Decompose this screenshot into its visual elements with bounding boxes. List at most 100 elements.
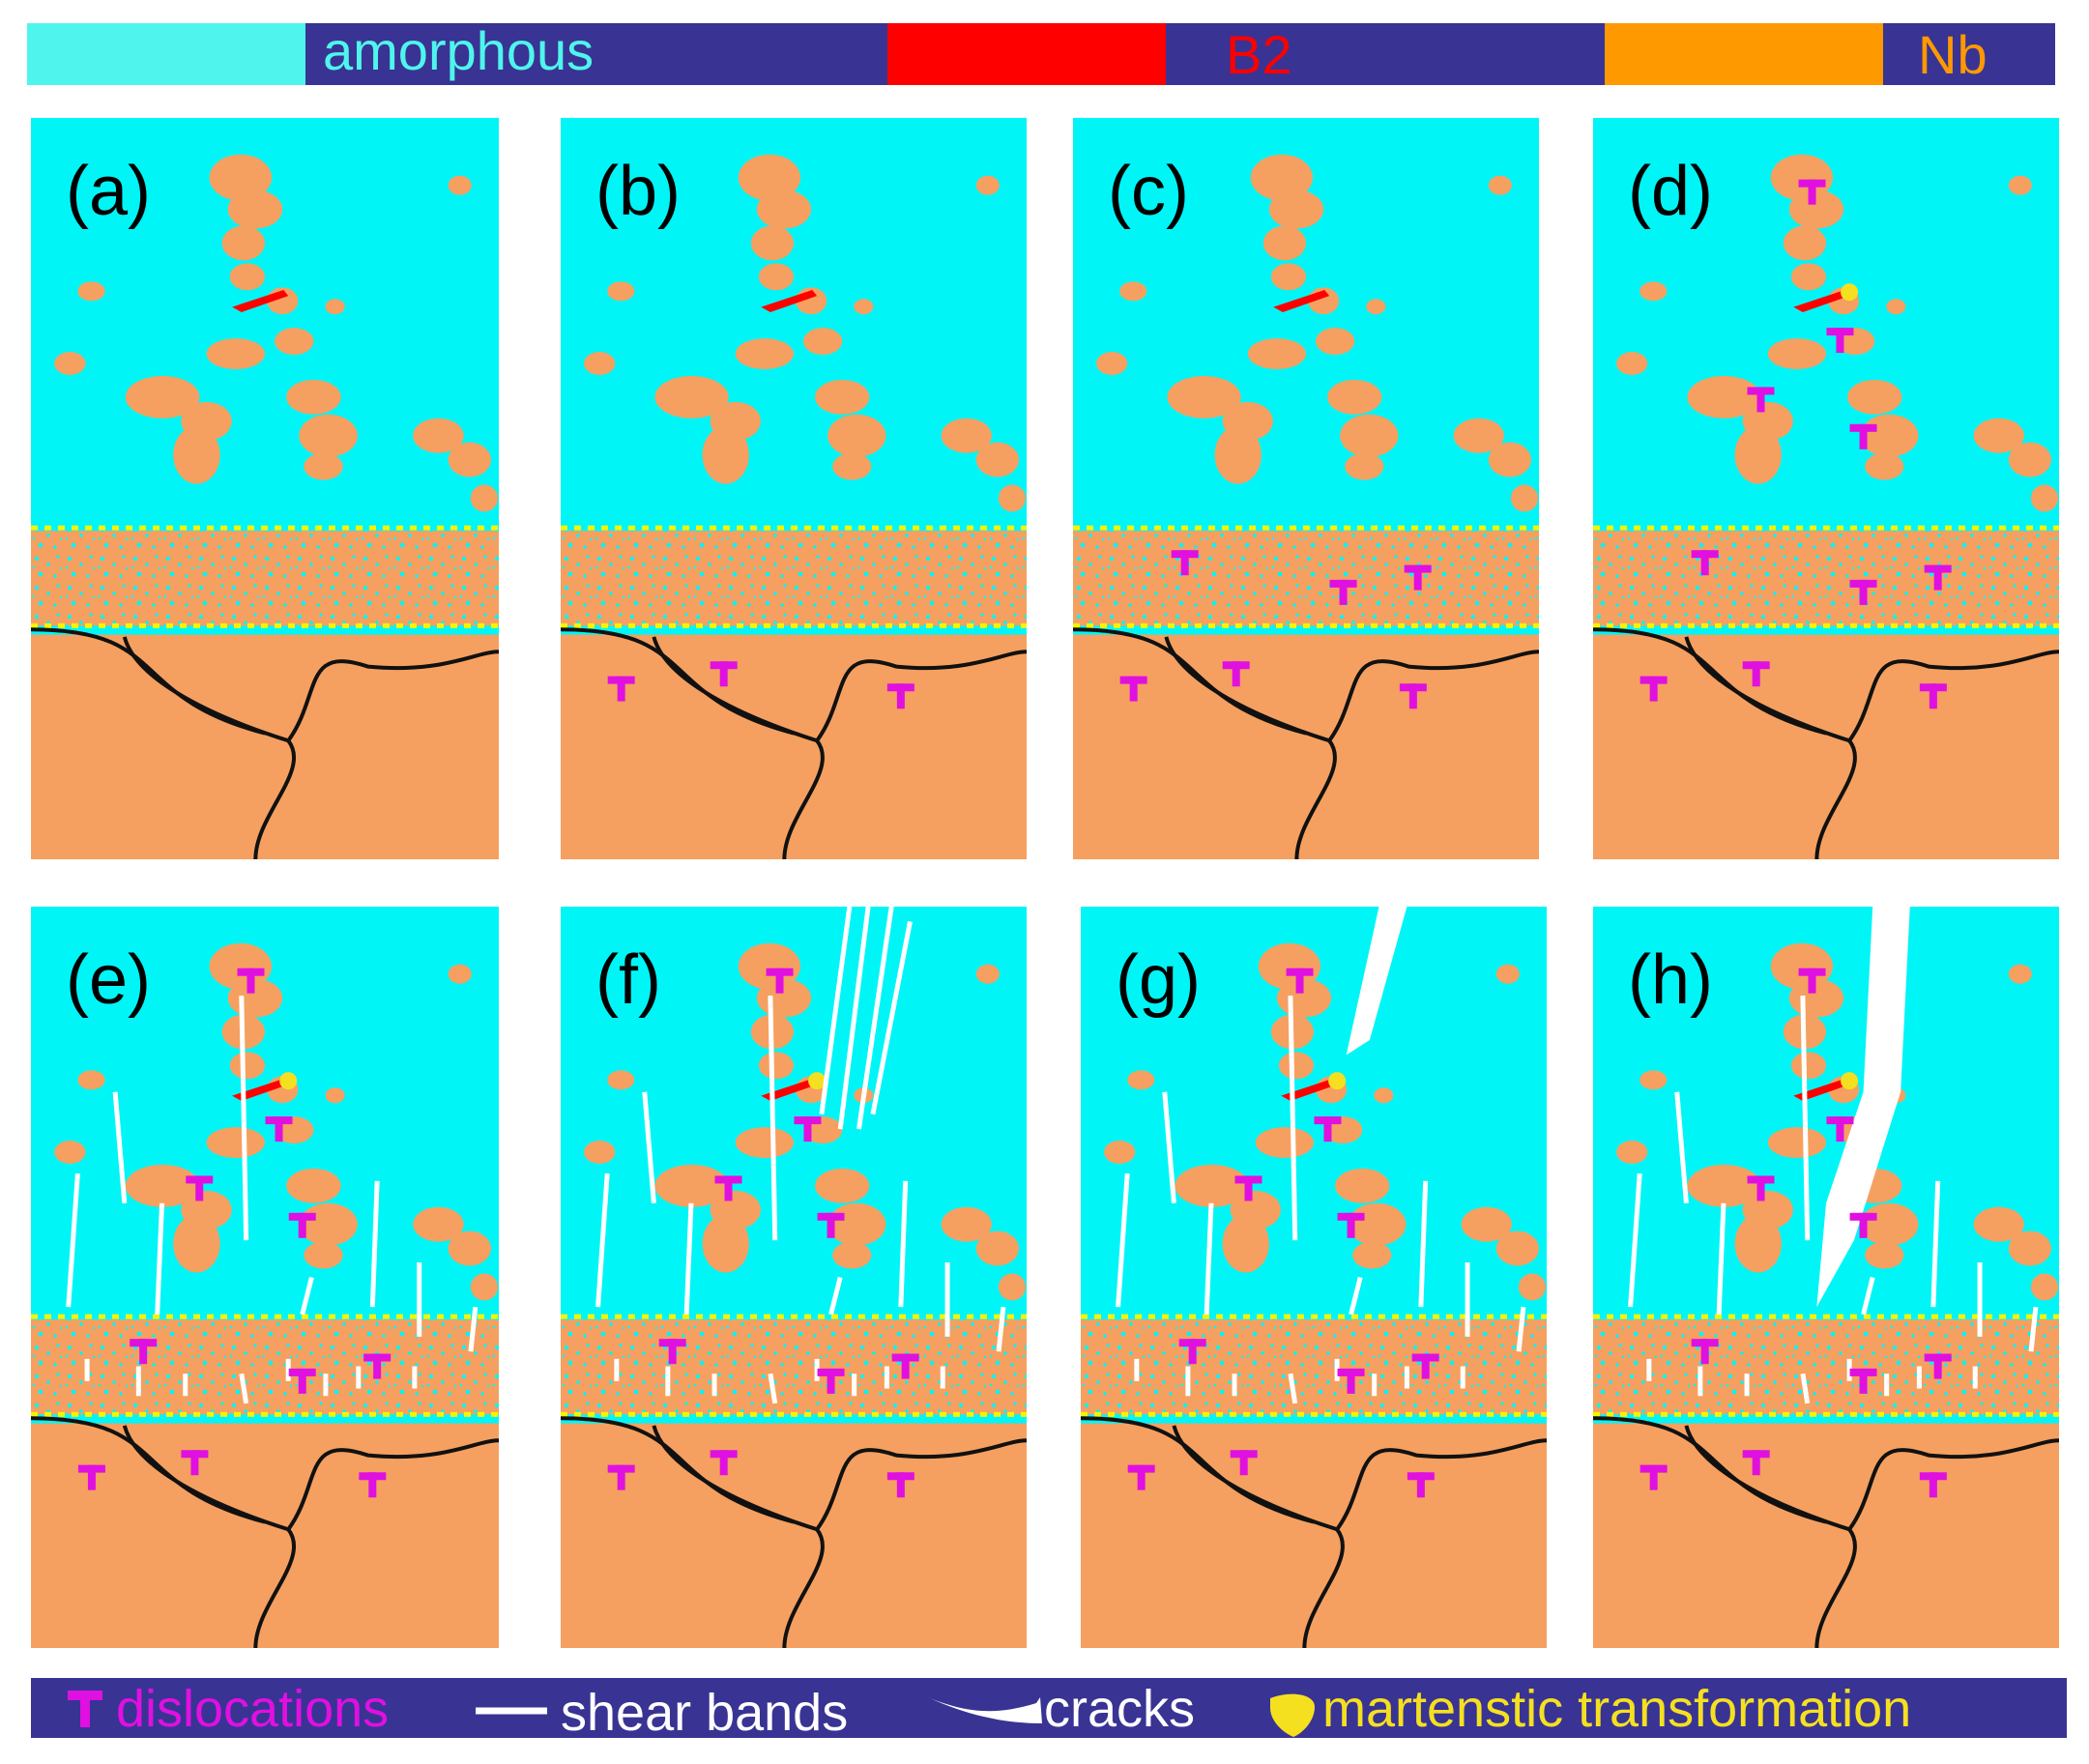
nb-particle [1352,1241,1392,1269]
dislocation-stem [617,1464,625,1490]
panel-label: (b) [595,153,681,230]
nb-particle [1270,263,1306,291]
dislocation-marker [265,1116,293,1142]
grain-boundary [1847,1438,2060,1531]
nb-particle [1345,452,1384,480]
nb-particle [941,418,992,453]
nb-particle [654,1164,729,1207]
nb-particle [1461,1206,1512,1242]
nb-particle [975,175,1000,195]
nb-particle [2030,1273,2058,1301]
dislocation-stem [1180,550,1189,576]
dislocation-marker [607,676,635,702]
nb-particle [1255,1127,1314,1158]
dislocation-marker [1919,683,1947,709]
dislocation-stem [1421,1353,1430,1379]
nb-particle [1886,299,1906,315]
nb-particle [1119,281,1147,302]
nb-particle [584,352,616,375]
crack [870,920,913,1115]
shear-band [768,1373,778,1404]
nb-particle [448,1230,491,1266]
dislocation-stem [617,676,625,702]
panel-label: (g) [1116,941,1201,1019]
nb-particle [1783,225,1826,261]
grain-boundary [652,1425,825,1649]
nb-particle [299,414,358,457]
grain-boundary [286,650,500,742]
dislocation-stem [1929,683,1937,709]
grain-boundary [1592,627,1827,736]
nb-particle [2008,175,2032,195]
nb-particle [413,418,464,453]
interfacial-layer [31,531,499,626]
nb-particle [815,379,870,415]
nb-particle [229,263,265,291]
nb-particle [1616,1141,1648,1164]
nb-particle [854,299,874,315]
dislocation-stem [275,1116,283,1142]
crack [1346,907,1407,1056]
nb-particle [206,338,265,369]
nb-particle [1104,1141,1136,1164]
dislocation-stem [896,1472,905,1498]
dislocation-marker [891,1353,919,1379]
dislocation-stem [1239,1450,1248,1476]
dislocation-stem [775,968,784,994]
nb-particle [815,1168,870,1203]
dislocation-marker [1798,179,1826,205]
nb-particle [832,1241,872,1269]
nb-particle [738,154,801,201]
martensite-marker [1841,1072,1859,1090]
dislocation-marker [363,1353,392,1379]
dislocation-marker [1639,676,1668,702]
nb-particle [2008,442,2051,477]
shear-band [300,1276,314,1316]
dislocation-stem [803,1116,812,1142]
dislocation-stem [1808,179,1816,205]
interfacial-layer [561,1319,1027,1415]
dislocation-stem [1129,676,1138,702]
dislocation-stem [87,1464,96,1490]
nb-particle [221,225,265,261]
grain-boundary [1684,636,1857,860]
dislocation-stem [1929,1472,1937,1498]
dislocation-marker [710,1450,738,1476]
nb-particle [448,442,491,477]
nb-particle [1973,418,2024,453]
interfacial-layer [1593,531,2059,626]
shear-band [239,995,249,1241]
dislocation-marker [359,1472,387,1498]
panel-label: (e) [66,941,151,1019]
nb-particle [702,1214,749,1273]
shear-band [2028,1306,2039,1352]
nb-particle [1278,1052,1314,1080]
panel: (h) [1592,907,2060,1649]
dislocation-stem [1232,661,1240,687]
cracks-label: cracks [1044,1680,1195,1738]
panel-grid: (a)(b)(c)(d)(e)(f)(g)(h) [30,118,2060,1649]
dislocation-marker [288,1212,316,1238]
panel: (c) [1072,118,1540,860]
nb-particle [2008,1230,2051,1266]
dislocation-marker [817,1368,845,1394]
nb-particle [1495,1230,1539,1266]
dislocation-stem [1323,1116,1332,1142]
dislocation-marker [1399,683,1427,709]
dislocation-stem [1752,1450,1760,1476]
dislocation-stem [368,1472,377,1498]
nb-particle [998,484,1026,512]
nb-particle [209,154,273,201]
nb-particle [1335,1168,1390,1203]
dislocation-marker [1742,1450,1770,1476]
shear-band [642,1091,656,1204]
dislocation-marker [1691,1339,1719,1365]
nb-particle [173,1214,220,1273]
shear-band [155,1202,165,1315]
dislocation-stem [373,1353,382,1379]
dislocation-stem [668,1339,677,1365]
martensite-marker [1328,1072,1347,1090]
grain-boundary [1172,1425,1345,1649]
dislocation-marker [1337,1368,1365,1394]
dislocation-marker [1411,1353,1439,1379]
